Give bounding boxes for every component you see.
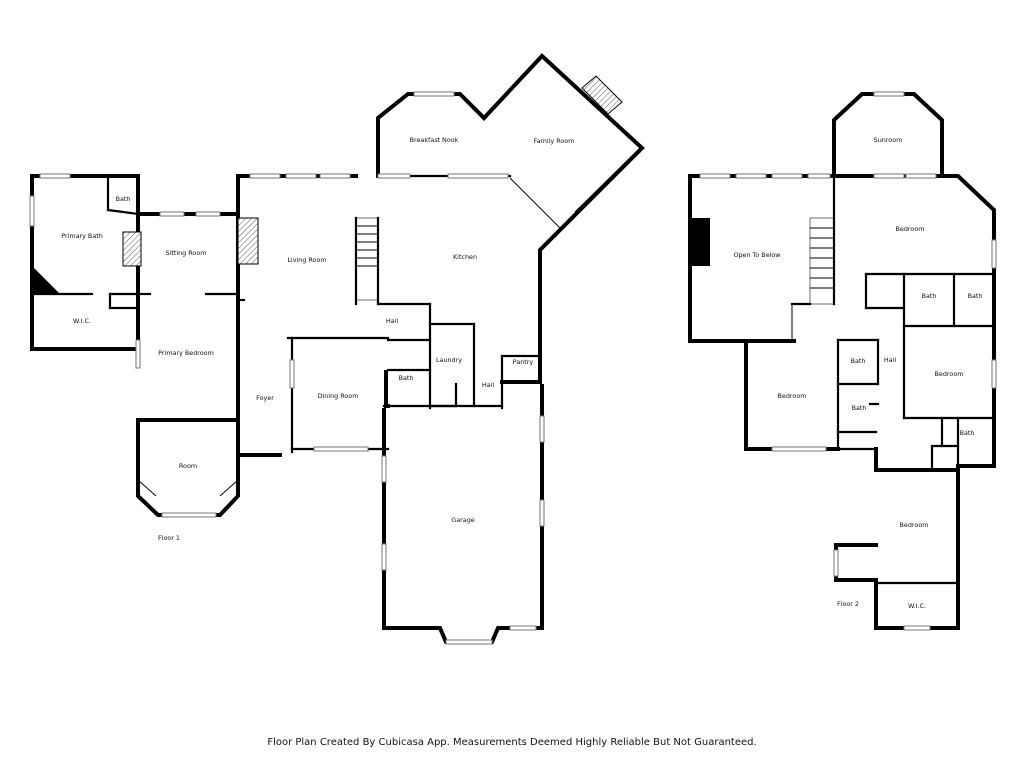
label-room: Room — [179, 462, 197, 470]
floor-2-label: Floor 2 — [837, 600, 859, 608]
label-bath-2: Bath — [968, 292, 983, 300]
kitchen-walls — [376, 53, 645, 410]
label-breakfast-nook: Breakfast Nook — [410, 136, 459, 144]
label-sunroom: Sunroom — [874, 136, 903, 144]
garage-walls — [381, 370, 545, 645]
label-hall-upper: Hall — [884, 356, 896, 364]
staircase-upper — [809, 217, 835, 305]
primary-suite-walls — [29, 173, 142, 351]
label-wic-upper: W.I.C. — [908, 602, 926, 610]
tub-shape — [32, 266, 60, 294]
fireplace-chimney — [692, 218, 710, 266]
label-bath-4: Bath — [852, 404, 867, 412]
label-bedroom-west: Bedroom — [778, 392, 807, 400]
label-sitting-room: Sitting Room — [166, 249, 207, 257]
floor-1-label: Floor 1 — [158, 534, 180, 542]
primary-bedroom-walls — [135, 211, 240, 518]
label-dining-room: Dining Room — [318, 392, 359, 400]
label-laundry: Laundry — [436, 356, 462, 364]
label-bath-primary: Bath — [116, 195, 131, 203]
label-wic-primary: W.I.C. — [73, 317, 91, 325]
label-pantry: Pantry — [513, 358, 534, 366]
label-living-room: Living Room — [287, 256, 326, 264]
label-family-room: Family Room — [534, 137, 575, 145]
label-foyer: Foyer — [256, 394, 274, 402]
label-hall-kitchen: Hall — [386, 317, 398, 325]
label-primary-bedroom: Primary Bedroom — [158, 349, 214, 357]
label-kitchen: Kitchen — [453, 253, 477, 261]
floor-2-labels: Open To Below Sunroom Bedroom Bath Bath … — [733, 136, 982, 610]
fireplace-icon — [122, 231, 142, 267]
label-hall-garage: Hall — [482, 381, 494, 389]
staircase — [355, 217, 379, 301]
label-bath-half: Bath — [399, 374, 414, 382]
living-area-walls — [236, 173, 390, 457]
footer-disclaimer: Floor Plan Created By Cubicasa App. Meas… — [267, 737, 756, 748]
floor-1-labels: Primary Bath Bath W.I.C. Sitting Room Pr… — [61, 136, 574, 542]
label-bedroom-south: Bedroom — [900, 521, 929, 529]
label-bath-5: Bath — [960, 429, 975, 437]
floor-1-plan — [29, 53, 645, 645]
label-bedroom-east: Bedroom — [935, 370, 964, 378]
label-bath-1: Bath — [922, 292, 937, 300]
label-open-to-below: Open To Below — [733, 251, 780, 259]
label-bath-3: Bath — [851, 357, 866, 365]
label-bedroom-north: Bedroom — [896, 225, 925, 233]
label-primary-bath: Primary Bath — [61, 232, 103, 240]
fireplace-icon-3 — [581, 75, 623, 115]
fireplace-icon-2 — [237, 217, 259, 265]
floor-2-plan — [688, 91, 997, 631]
label-garage: Garage — [451, 516, 474, 524]
